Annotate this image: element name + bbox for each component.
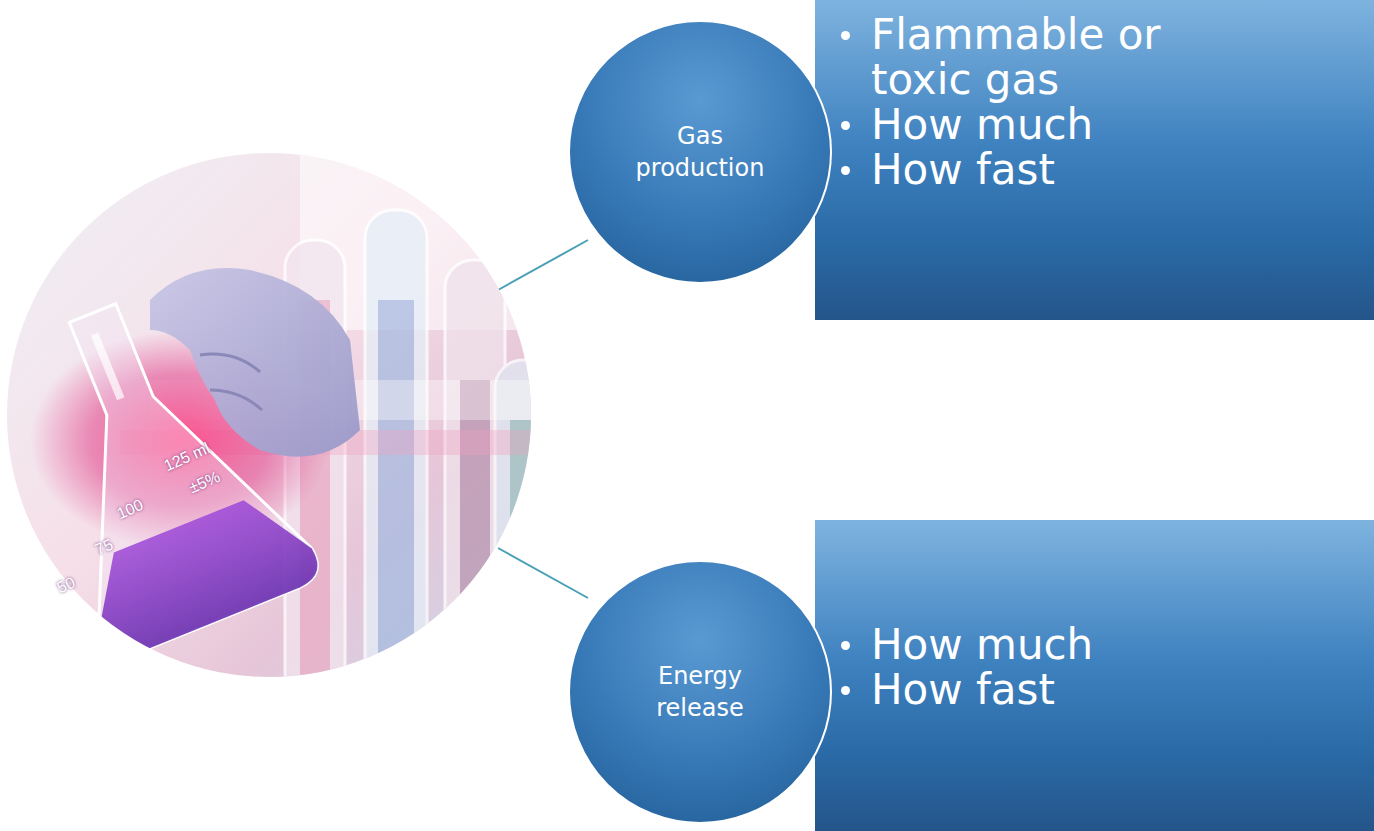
topic-title: Gas production xyxy=(615,120,785,184)
flask-marking: 125 ml xyxy=(161,439,212,475)
circle-text-group: Energy release xyxy=(615,660,785,724)
bullet-text: How fast xyxy=(871,145,1055,194)
flask-marking: 75 xyxy=(92,536,116,560)
detail-box: Flammable or toxic gasHow muchHow fast xyxy=(815,0,1374,320)
bullet-text: How fast xyxy=(871,665,1055,714)
flask-marking: ±5% xyxy=(186,468,222,497)
bullet-item: How fast xyxy=(825,667,1215,712)
bullet-item: Flammable or toxic gas xyxy=(825,12,1215,102)
lab-photo xyxy=(0,140,555,700)
circle-text-group: Gas production xyxy=(615,120,785,184)
flask-marking: 50 xyxy=(54,574,78,598)
leader-line xyxy=(498,240,588,290)
bullet-item: How much xyxy=(825,622,1215,667)
bullet-item: How fast xyxy=(825,147,1215,192)
bullet-dot xyxy=(841,121,850,130)
bullet-text: How much xyxy=(871,100,1093,149)
topic-title: Energy release xyxy=(615,660,785,724)
topic-circle: Energy release xyxy=(568,560,832,824)
leader-line xyxy=(498,548,588,598)
bullet-dot xyxy=(841,166,850,175)
bullet-text: How much xyxy=(871,620,1093,669)
bullet-dot xyxy=(841,641,850,650)
bullet-text: Flammable or toxic gas xyxy=(871,10,1161,104)
bullet-item: How much xyxy=(825,102,1215,147)
bullet-dot xyxy=(841,686,850,695)
topic-circle: Gas production xyxy=(568,20,832,284)
bullet-dot xyxy=(841,31,850,40)
detail-box: How muchHow fast xyxy=(815,520,1374,831)
flask-marking: 100 xyxy=(114,496,146,523)
